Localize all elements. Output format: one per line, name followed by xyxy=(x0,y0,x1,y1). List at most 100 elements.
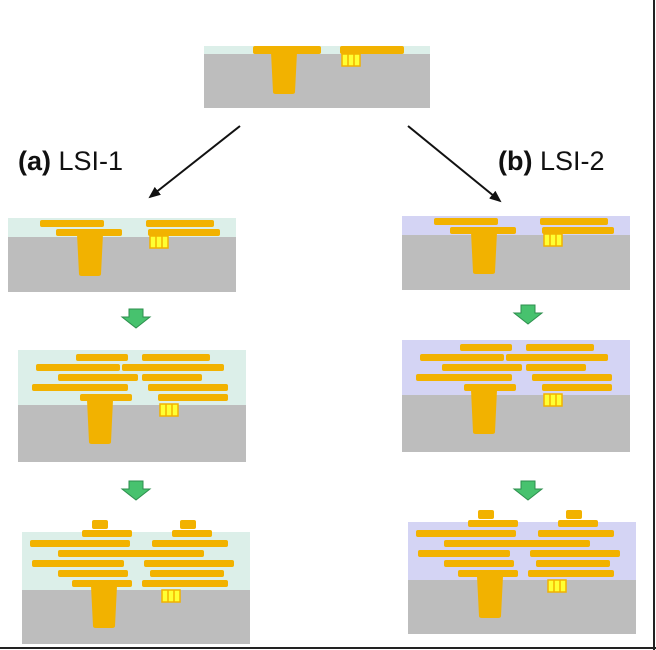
metal-line xyxy=(460,344,512,351)
metal-line xyxy=(144,560,234,567)
metal-line xyxy=(506,354,608,361)
metal-line xyxy=(146,220,214,227)
branch-a-step-3 xyxy=(22,520,250,644)
metal-line xyxy=(36,364,120,371)
metal-line xyxy=(416,530,516,537)
branch-a-prefix: (a) xyxy=(18,146,51,176)
transistor-contacts xyxy=(341,53,361,67)
metal-line xyxy=(142,580,228,587)
metal-line xyxy=(152,540,228,547)
metal-line xyxy=(444,540,524,547)
branch-a-step-2 xyxy=(18,350,246,462)
metal-line xyxy=(526,364,586,371)
metal-line xyxy=(532,374,612,381)
transistor-contacts xyxy=(149,235,169,249)
transistor-contacts xyxy=(543,393,563,407)
transistor-contacts xyxy=(159,403,179,417)
metal-line xyxy=(72,580,132,587)
metal-line xyxy=(558,520,598,527)
branch-b-name: LSI-2 xyxy=(540,146,605,176)
metal-line xyxy=(520,540,590,547)
pad xyxy=(566,510,582,519)
metal-line xyxy=(32,560,124,567)
metal-line xyxy=(80,394,132,401)
metal-line xyxy=(420,354,504,361)
metal-line xyxy=(82,530,132,537)
substrate xyxy=(402,235,630,290)
metal-line xyxy=(528,570,614,577)
metal-line xyxy=(464,384,516,391)
substrate xyxy=(8,237,236,292)
metal-line xyxy=(530,550,620,557)
substrate xyxy=(18,405,246,462)
via-plug xyxy=(91,586,117,628)
branch-arrow-a xyxy=(148,125,241,199)
metal-line xyxy=(542,227,614,234)
metal-line xyxy=(418,550,510,557)
branch-b-step-1 xyxy=(402,216,630,290)
branch-b-prefix: (b) xyxy=(498,146,533,176)
step-arrow-a-2 xyxy=(120,480,152,501)
pad xyxy=(92,520,108,529)
metal-line xyxy=(134,550,204,557)
metal-line xyxy=(540,218,608,225)
metal-line xyxy=(526,344,594,351)
transistor-contacts xyxy=(543,233,563,247)
metal-line xyxy=(58,570,128,577)
metal-line xyxy=(58,550,138,557)
branch-label-a: (a) LSI-1 xyxy=(18,148,123,175)
metal-line xyxy=(150,570,224,577)
metal-line xyxy=(542,384,612,391)
transistor-contacts xyxy=(161,589,181,603)
step-arrow-a-1 xyxy=(120,308,152,329)
branch-b-step-2 xyxy=(402,340,630,452)
metal-line xyxy=(444,560,514,567)
metal-line xyxy=(340,46,404,54)
branch-label-b: (b) LSI-2 xyxy=(498,148,605,175)
metal-line xyxy=(442,364,522,371)
metal-line xyxy=(56,229,122,236)
pad xyxy=(180,520,196,529)
branch-b-step-3 xyxy=(408,510,636,634)
via-plug xyxy=(77,234,103,276)
metal-line xyxy=(450,227,516,234)
metal-line xyxy=(253,46,321,54)
step-arrow-b-2 xyxy=(512,480,544,501)
metal-line xyxy=(142,374,202,381)
metal-line xyxy=(142,354,210,361)
branch-a-name: LSI-1 xyxy=(58,146,124,176)
metal-line xyxy=(148,384,228,391)
via-plug xyxy=(87,400,113,444)
step-arrow-b-1 xyxy=(512,304,544,325)
branch-arrow-b xyxy=(407,125,502,203)
metal-line xyxy=(172,530,212,537)
metal-line xyxy=(58,374,138,381)
via-plug xyxy=(471,232,497,274)
metal-line xyxy=(158,394,228,401)
metal-line xyxy=(416,374,512,381)
substrate xyxy=(204,46,430,108)
metal-line xyxy=(434,218,498,225)
pad xyxy=(478,510,494,519)
metal-line xyxy=(122,364,224,371)
metal-line xyxy=(76,354,128,361)
branch-a-step-1 xyxy=(8,218,236,292)
via-plug xyxy=(477,576,503,618)
substrate xyxy=(22,590,250,644)
metal-line xyxy=(32,384,128,391)
metal-line xyxy=(536,560,610,567)
metal-line xyxy=(40,220,104,227)
start-panel xyxy=(204,46,430,108)
metal-line xyxy=(538,530,614,537)
metal-line xyxy=(148,229,220,236)
metal-line xyxy=(30,540,130,547)
substrate xyxy=(408,580,636,634)
metal-line xyxy=(468,520,518,527)
via-plug xyxy=(471,390,497,434)
substrate xyxy=(402,395,630,452)
transistor-contacts xyxy=(547,579,567,593)
metal-line xyxy=(458,570,518,577)
via-plug xyxy=(271,52,297,94)
